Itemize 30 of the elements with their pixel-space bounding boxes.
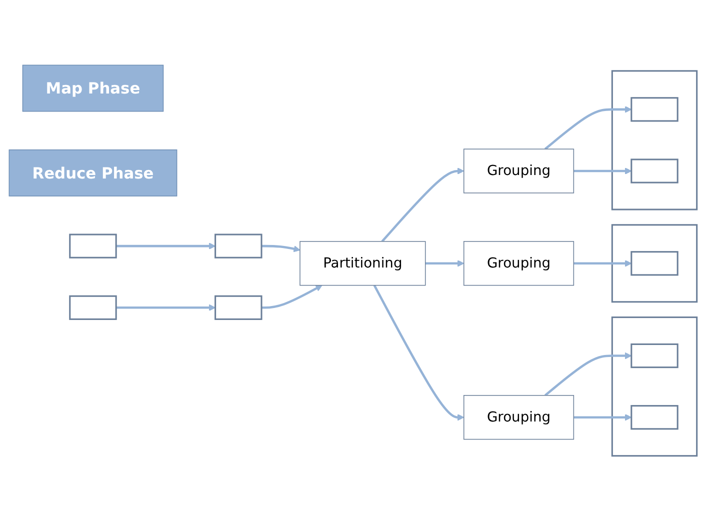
node-box: Reduce Phase — [8, 149, 178, 196]
node-box — [214, 295, 262, 320]
node-box: Grouping — [463, 148, 574, 194]
node-box — [69, 295, 117, 320]
cluster — [611, 224, 698, 303]
arrow — [574, 414, 632, 421]
arrow — [425, 260, 464, 267]
cluster — [611, 70, 698, 210]
node-box: Partitioning — [300, 241, 426, 286]
node-box — [630, 405, 678, 430]
cluster — [611, 316, 698, 457]
arrow — [574, 168, 632, 174]
node-box — [630, 251, 678, 276]
arrow — [373, 284, 464, 421]
node-box: Grouping — [463, 241, 574, 286]
node-box: Map Phase — [22, 64, 164, 112]
arrow — [116, 304, 216, 312]
arrow — [574, 260, 632, 267]
arrow — [544, 352, 632, 396]
node-box — [69, 234, 117, 258]
node-box — [214, 234, 262, 258]
arrow — [381, 168, 464, 242]
node-box — [630, 97, 678, 122]
node-box — [630, 158, 678, 184]
node-box — [630, 343, 678, 368]
arrow — [116, 242, 216, 250]
arrow — [544, 106, 632, 150]
arrow — [262, 244, 300, 252]
node-box: Grouping — [463, 395, 574, 440]
arrow — [262, 285, 322, 309]
